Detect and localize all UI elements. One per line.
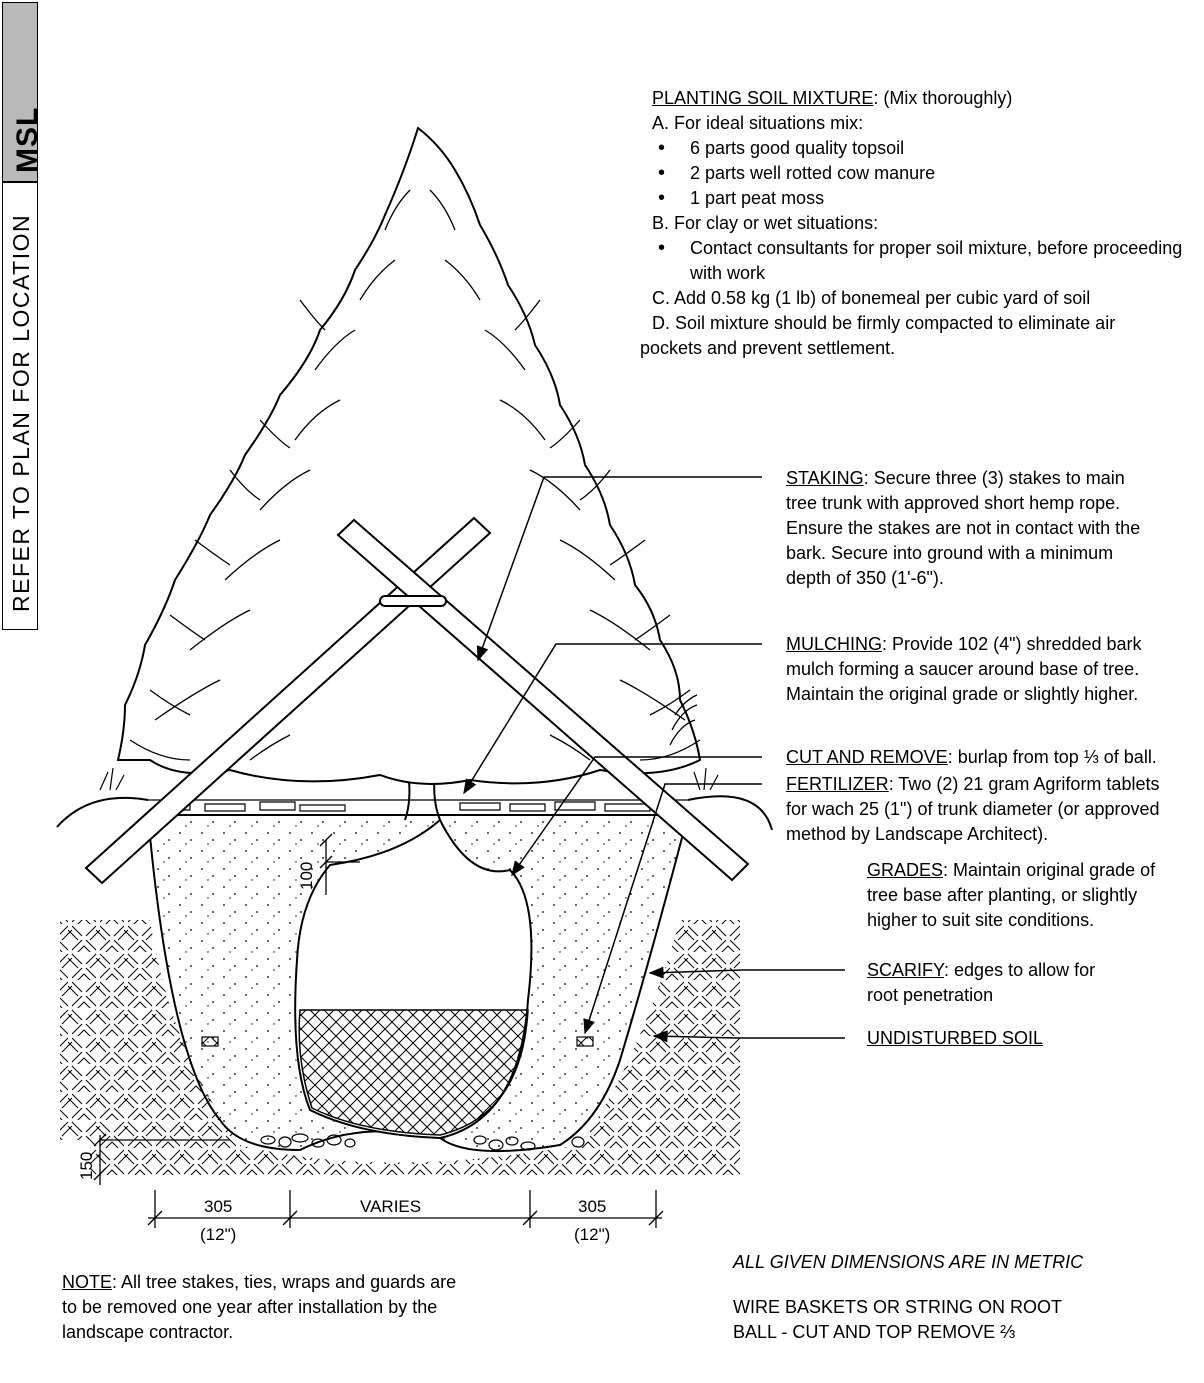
soil-mixture-note: PLANTING SOIL MIXTURE: (Mix thoroughly) … <box>640 86 1182 361</box>
soil-mixture-heading: PLANTING SOIL MIXTURE <box>652 88 874 108</box>
staking-callout: STAKING: Secure three (3) stakes to main… <box>786 466 1140 591</box>
undisturbed-soil-hatch <box>60 920 740 1175</box>
dim-right-305: 305 <box>578 1197 606 1216</box>
fertilizer-line: method by Landscape Architect). <box>786 824 1049 844</box>
grades-line: tree base after planting, or slightly <box>867 885 1138 905</box>
tree-needles <box>129 189 701 761</box>
scarify-line: : edges to allow for <box>944 960 1096 980</box>
mulching-callout: MULCHING: Provide 102 (4") shredded bark… <box>786 632 1142 707</box>
dim-left-305: 305 <box>204 1197 232 1216</box>
dim-bottom <box>147 1190 664 1228</box>
soil-mixture-b-list: Contact consultants for proper soil mixt… <box>652 236 1182 261</box>
wire-basket-line: BALL - CUT AND TOP REMOVE ⅔ <box>733 1322 1016 1342</box>
cut-remove-term: CUT AND REMOVE <box>786 747 948 767</box>
footer-note: NOTE: All tree stakes, ties, wraps and g… <box>62 1270 456 1345</box>
cut-remove-callout: CUT AND REMOVE: burlap from top ⅓ of bal… <box>786 745 1157 770</box>
wire-basket-note: WIRE BASKETS OR STRING ON ROOT BALL - CU… <box>733 1295 1062 1345</box>
soil-mixture-a-list: 6 parts good quality topsoil 2 parts wel… <box>652 136 1182 211</box>
soil-mixture-b-item-cont: with work <box>690 263 766 283</box>
soil-mixture-b-item: Contact consultants for proper soil mixt… <box>652 236 1182 261</box>
dim-varies: VARIES <box>360 1197 421 1216</box>
dim-150 <box>93 1133 230 1185</box>
dim-100-label: 100 <box>297 862 316 890</box>
scarify-term: SCARIFY <box>867 960 945 980</box>
soil-mixture-c: C. Add 0.58 kg (1 lb) of bonemeal per cu… <box>652 288 1091 308</box>
fertilizer-line: : Two (2) 21 gram Agriform tablets <box>888 774 1160 794</box>
wire-basket-line: WIRE BASKETS OR STRING ON ROOT <box>733 1297 1063 1317</box>
note-line: : All tree stakes, ties, wraps and guard… <box>112 1272 457 1292</box>
staking-term: STAKING <box>786 468 864 488</box>
dim-left-12: (12") <box>200 1225 236 1244</box>
soil-mixture-a-item: 2 parts well rotted cow manure <box>652 161 1182 186</box>
soil-mixture-heading-suffix: : (Mix thoroughly) <box>873 88 1013 108</box>
soil-mixture-d-1: D. Soil mixture should be firmly compact… <box>652 313 1116 333</box>
soil-mixture-a: A. For ideal situations mix: <box>652 113 864 133</box>
sidebar-label-box <box>2 182 38 630</box>
grass-tuft-left <box>99 767 125 791</box>
grades-callout: GRADES: Maintain original grade of tree … <box>867 858 1155 933</box>
fertilizer-tablet-right <box>576 1036 594 1047</box>
fertilizer-line: for wach 25 (1") of trunk diameter (or a… <box>786 799 1160 819</box>
dim-right-12: (12") <box>574 1225 610 1244</box>
sidebar: MSL REFER TO PLAN FOR LOCATION <box>0 0 44 630</box>
undisturbed-soil-callout: UNDISTURBED SOIL <box>867 1028 1044 1048</box>
soil-mixture-d-2: pockets and prevent settlement. <box>640 338 896 358</box>
staking-line: : Secure three (3) stakes to main <box>863 468 1125 488</box>
staking-line: tree trunk with approved short hemp rope… <box>786 493 1121 513</box>
grass-tuft-right <box>693 767 719 791</box>
note-line: to be removed one year after installatio… <box>62 1297 438 1317</box>
soil-mixture-a-item: 1 part peat moss <box>652 186 1182 211</box>
soil-mixture-b: B. For clay or wet situations: <box>652 213 879 233</box>
soil-mixture-a-item: 6 parts good quality topsoil <box>652 136 1182 161</box>
grade-mound-left <box>56 796 149 828</box>
mulching-line: : Provide 102 (4") shredded bark <box>882 634 1142 654</box>
staking-line: Ensure the stakes are not in contact wit… <box>786 518 1141 538</box>
root-ball-hatch <box>298 1009 529 1136</box>
grades-line: : Maintain original grade of <box>943 860 1156 880</box>
tree-stakes <box>84 516 750 885</box>
mulching-term: MULCHING <box>786 634 883 654</box>
grades-term: GRADES <box>867 860 944 880</box>
leader-lines <box>463 476 845 1043</box>
staking-line: bark. Secure into ground with a minimum <box>786 543 1114 563</box>
staking-line: depth of 350 (1'-6"). <box>786 568 944 588</box>
cut-remove-text: : burlap from top ⅓ of ball. <box>947 747 1157 767</box>
mulching-line: mulch forming a saucer around base of tr… <box>786 659 1140 679</box>
grade-mound-right <box>687 795 773 831</box>
fertilizer-callout: FERTILIZER: Two (2) 21 gram Agriform tab… <box>786 772 1160 847</box>
gravel <box>260 1133 585 1151</box>
dim-150-label: 150 <box>77 1152 96 1180</box>
scarify-line: root penetration <box>867 985 994 1005</box>
logo-box: MSL <box>2 2 44 182</box>
fertilizer-term: FERTILIZER <box>786 774 889 794</box>
fertilizer-tablet-left <box>201 1036 219 1047</box>
stake-tie <box>379 595 447 607</box>
grades-line: higher to suit site conditions. <box>867 910 1095 930</box>
scarify-callout: SCARIFY: edges to allow for root penetra… <box>867 958 1095 1008</box>
tree-canopy <box>116 126 702 785</box>
mulch-layer <box>148 799 688 816</box>
note-term: NOTE <box>62 1272 113 1292</box>
note-line: landscape contractor. <box>62 1322 234 1342</box>
mulching-line: Maintain the original grade or slightly … <box>786 684 1139 704</box>
dim-100 <box>319 833 360 895</box>
metric-note: ALL GIVEN DIMENSIONS ARE IN METRIC <box>733 1252 1084 1272</box>
